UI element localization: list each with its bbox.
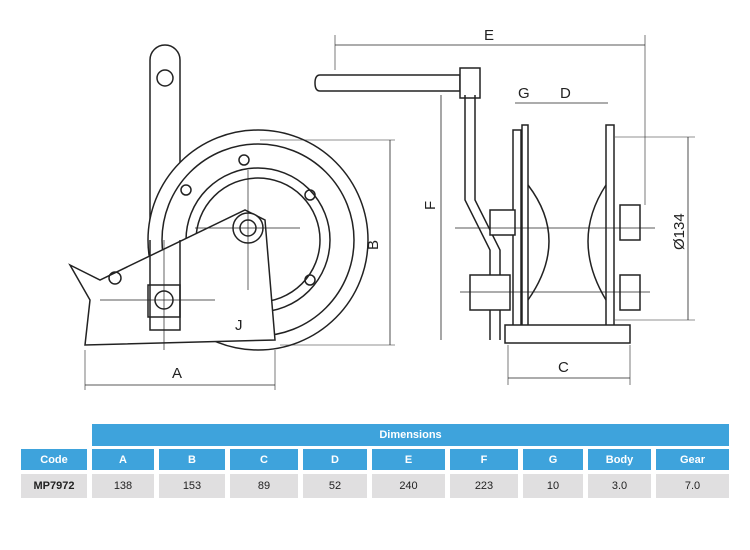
dim-label-e: E [484,27,494,44]
dim-label-f: F [422,201,439,210]
value-cell: 52 [303,474,367,498]
dim-label-c: C [558,359,569,376]
value-cell: 3.0 [588,474,651,498]
winch-technical-drawing: J A B C D E F G Ø134 [68,27,695,390]
front-view [314,35,695,385]
column-header: E [372,449,445,470]
value-cell: 153 [159,474,225,498]
side-view: J [68,44,395,390]
value-cell: 223 [450,474,518,498]
value-cell: 7.0 [656,474,729,498]
value-cell: 240 [372,474,445,498]
value-cell: 138 [92,474,154,498]
value-cell: 89 [230,474,298,498]
dim-label-d: D [560,85,571,102]
code-cell: MP7972 [21,474,87,498]
column-header: Gear [656,449,729,470]
column-header: C [230,449,298,470]
logo: J [235,317,243,334]
value-cell: 10 [523,474,583,498]
column-header: A [92,449,154,470]
dim-label-g: G [518,85,530,102]
column-header: B [159,449,225,470]
table-title: Dimensions [92,424,729,446]
dim-label-diameter: Ø134 [671,213,688,250]
column-header: G [523,449,583,470]
dim-label-a: A [172,365,182,382]
column-header: Code [21,449,87,470]
dim-label-b: B [365,240,382,250]
column-header: F [450,449,518,470]
column-header: Body [588,449,651,470]
column-header: D [303,449,367,470]
